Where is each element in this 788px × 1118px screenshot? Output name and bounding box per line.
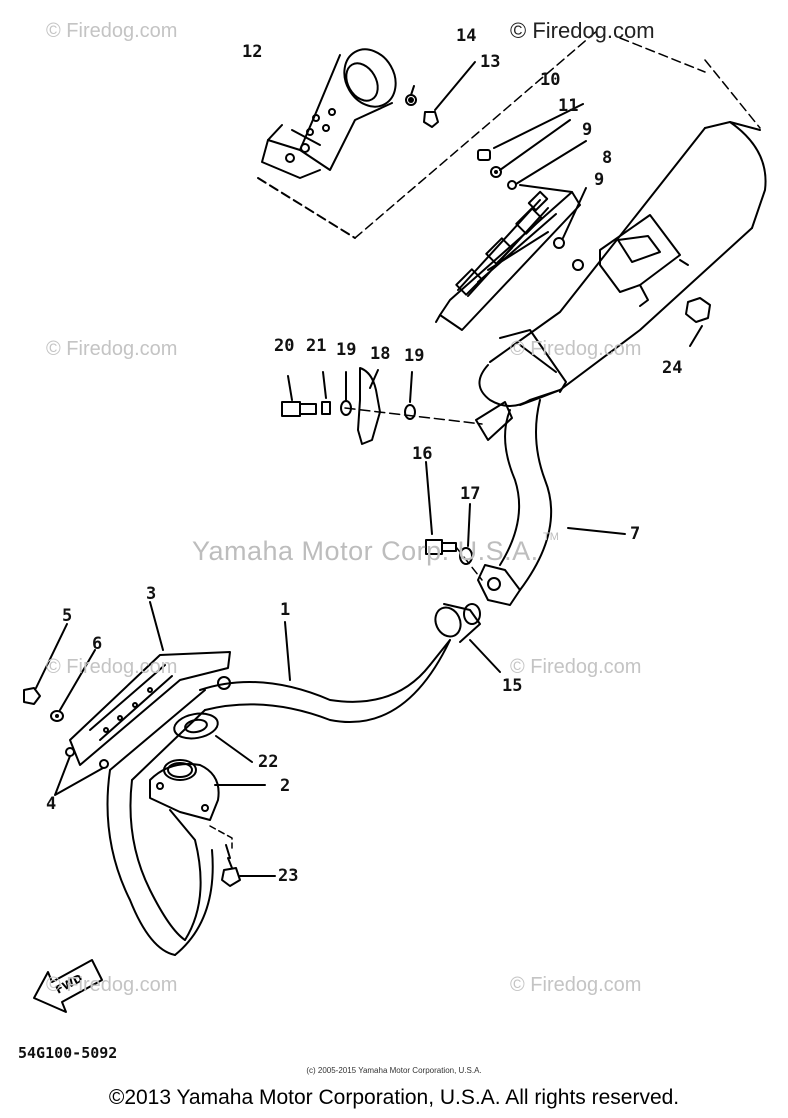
callout-22: 22 — [258, 752, 279, 772]
callout-21: 21 — [306, 336, 327, 356]
watermark-low-left: © Firedog.com — [46, 656, 178, 678]
watermark-top-right: © Firedog.com — [510, 18, 655, 43]
watermark-trademark: TM — [543, 531, 559, 543]
exhaust-pipe-1 — [106, 621, 451, 956]
callout-5: 5 — [62, 606, 73, 626]
gasket-15 — [434, 603, 501, 673]
muffler — [478, 37, 767, 407]
callout-3: 3 — [146, 584, 157, 604]
callout-12: 12 — [242, 42, 263, 62]
callout-7: 7 — [630, 524, 641, 544]
callout-9-upper: 9 — [582, 120, 593, 140]
watermark-top-left: © Firedog.com — [46, 20, 178, 42]
callout-8: 8 — [602, 148, 613, 168]
callout-18: 18 — [370, 344, 391, 364]
callout-14: 14 — [456, 26, 477, 46]
stay-and-bolts — [281, 367, 483, 445]
bolt-and-washer-16-17 — [425, 461, 483, 581]
bolts-4-5-6 — [23, 623, 109, 796]
callout-24: 24 — [662, 358, 683, 378]
callout-19-right: 19 — [404, 346, 425, 366]
watermark-mid-right: © Firedog.com — [510, 338, 642, 360]
callout-6: 6 — [92, 634, 103, 654]
callout-19-left: 19 — [336, 340, 357, 360]
pipe-protector-3 — [69, 601, 231, 766]
callout-9-lower: 9 — [594, 170, 605, 190]
small-copyright: (c) 2005-2015 Yamaha Motor Corporation, … — [306, 1066, 482, 1075]
callout-23: 23 — [278, 866, 299, 886]
part-code: 54G100-5092 — [18, 1044, 118, 1062]
watermark-low-right: © Firedog.com — [510, 656, 642, 678]
gasket-22 — [173, 712, 253, 763]
stud-bolt-23 — [209, 825, 276, 887]
callout-20: 20 — [274, 336, 295, 356]
callout-2: 2 — [280, 776, 291, 796]
watermark-center: Yamaha Motor Corp. U.S.A. — [192, 536, 539, 566]
callout-11: 11 — [558, 96, 579, 116]
exhaust-flange-2 — [149, 759, 266, 821]
callout-10: 10 — [540, 70, 561, 90]
callout-13: 13 — [480, 52, 501, 72]
watermark-bottom-left: © Firedog.com — [46, 974, 178, 996]
screw-and-washer-13-14 — [405, 61, 476, 128]
callout-15: 15 — [502, 676, 523, 696]
callout-16: 16 — [412, 444, 433, 464]
callout-17: 17 — [460, 484, 481, 504]
exhaust-joint-pipe — [475, 399, 626, 606]
callout-4: 4 — [46, 794, 57, 814]
watermark-mid-left: © Firedog.com — [46, 338, 178, 360]
fwd-arrow — [33, 959, 103, 1013]
spark-arrester-insert — [257, 29, 599, 239]
muffler-protector — [435, 103, 587, 331]
callout-1: 1 — [280, 600, 291, 620]
watermark-bottom-right: © Firedog.com — [510, 974, 642, 996]
footer-copyright: ©2013 Yamaha Motor Corporation, U.S.A. A… — [108, 1086, 680, 1109]
